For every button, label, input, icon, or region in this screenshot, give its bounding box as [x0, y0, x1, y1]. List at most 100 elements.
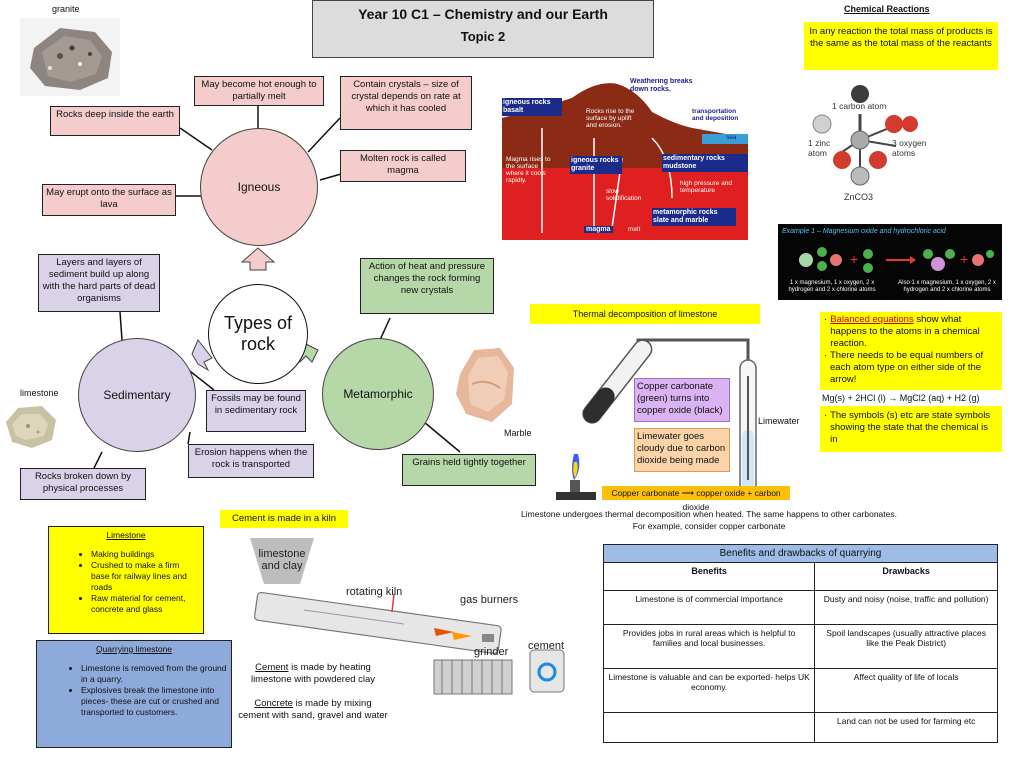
concrete-def-text: is made by mixing cement with sand, grav…	[238, 698, 388, 721]
marble-image	[456, 348, 514, 422]
balanced-text-3: The symbols (s) etc are state symbols sh…	[830, 410, 991, 445]
table-cell: Limestone is valuable and can be exporte…	[602, 668, 816, 713]
rc-transport: transportation and deposition	[692, 108, 739, 122]
carbon-atom-label: 1 carbon atom	[832, 101, 887, 111]
title-box: Year 10 C1 – Chemistry and our Earth Top…	[312, 0, 654, 58]
thermal-equation: Copper carbonate ⟶ copper oxide + carbon…	[602, 486, 790, 512]
sedimentary-circle: Sedimentary	[78, 338, 196, 452]
table-row: Land can not be used for farming etc	[602, 712, 998, 743]
thermal-apparatus	[556, 338, 757, 500]
metamorphic-fact-grains: Grains held tightly together	[402, 454, 536, 486]
rc-rise: Rocks rise to the surface by uplift and …	[586, 108, 635, 129]
rc-magma: magma	[584, 226, 613, 233]
table-row: Provides jobs in rural areas which is he…	[602, 624, 998, 669]
rc-pressure: high pressure and temperature	[680, 180, 733, 194]
granite-image	[20, 18, 120, 96]
limestone-uses-box: Limestone Making buildings Crushed to ma…	[48, 526, 204, 634]
zinc-carbonate-diagram	[812, 85, 918, 186]
limestone-use-item: Making buildings	[91, 549, 199, 560]
rc-igneous-granite: igneous rocks granite	[570, 156, 622, 174]
cement-heading: Cement is made in a kiln	[220, 510, 348, 528]
limewater-label: Limewater	[758, 416, 800, 426]
svg-text:+: +	[850, 251, 858, 267]
table-row: Limestone is of commercial importance Du…	[602, 590, 998, 625]
types-of-rock-circle: Types of rock	[208, 284, 308, 384]
quarrying-list: Limestone is removed from the ground in …	[41, 663, 227, 718]
table-title: Benefits and drawbacks of quarrying	[603, 544, 998, 563]
kiln-limestone-clay: limestone and clay	[258, 548, 306, 572]
page-title: Year 10 C1 – Chemistry and our Earth	[358, 6, 608, 22]
concrete-definition: Concrete is made by mixing cement with s…	[238, 698, 388, 722]
quarrying-table: Benefits and drawbacks of quarrying Bene…	[602, 544, 998, 743]
table-cell	[602, 712, 816, 743]
svg-text:+: +	[960, 251, 968, 267]
marble-label: Marble	[504, 428, 532, 438]
zinc-atom-label: 1 zinc atom	[808, 138, 831, 158]
cement-kiln-diagram	[250, 538, 565, 695]
rc-slow: slow solidification	[606, 188, 642, 202]
balanced-text-2: There needs to be equal numbers of each …	[830, 350, 984, 385]
mass-conservation-box: In any reaction the total mass of produc…	[804, 22, 998, 70]
balanced-equations-link[interactable]: Balanced equations	[830, 314, 914, 325]
limestone-uses-list: Making buildings Crushed to make a firm …	[53, 549, 199, 615]
rc-igneous-basalt: igneous rocks basalt	[502, 98, 562, 116]
balanced-text-1: show what happens to the atoms in a chem…	[830, 314, 980, 349]
zinc-carbonate-formula: ZnCO3	[844, 192, 874, 202]
table-cell: Land can not be used for farming etc	[814, 712, 998, 743]
kiln-gas-burners: gas burners	[460, 594, 519, 606]
rc-meta: metamorphic rocks slate and marble	[652, 208, 736, 226]
example-box: Example 1 – Magnesium oxide and hydrochl…	[778, 224, 1002, 300]
igneous-circle: Igneous	[200, 128, 318, 246]
metamorphic-fact-heat: Action of heat and pressure changes the …	[360, 258, 494, 314]
example-left-text: 1 x magnesium, 1 x oxygen, 2 x hydrogen …	[788, 280, 876, 293]
cement-def-text: is made by heating limestone with powder…	[250, 662, 376, 685]
balanced-equations-box: ·Balanced equations show what happens to…	[820, 312, 1002, 452]
cement-def-bold: Cement	[255, 662, 289, 673]
concrete-def-bold: Concrete	[254, 698, 293, 709]
quarrying-heading: Quarrying limestone	[95, 644, 173, 654]
table-header-drawbacks: Drawbacks	[814, 562, 998, 591]
sedimentary-fact-fossils: Fossils may be found in sedimentary rock	[206, 390, 306, 432]
rc-magma-rises: Magma rises to the surface where it cool…	[506, 156, 551, 184]
limestone-image	[6, 406, 56, 448]
igneous-fact-magma: Molten rock is called magma	[340, 150, 466, 182]
balanced-equation: Mg(s) + 2HCl (l) → MgCl2 (aq) + H2 (g)	[820, 390, 1002, 406]
limestone-use-item: Raw material for cement, concrete and gl…	[91, 593, 199, 615]
table-row: Limestone is valuable and can be exporte…	[602, 668, 998, 713]
table-cell: Spoil landscapes (usually attractive pla…	[814, 624, 998, 669]
kiln-cement-label: cement	[528, 640, 565, 652]
cement-definition: Cement is made by heating limestone with…	[238, 662, 388, 686]
table-cell: Provides jobs in rural areas which is he…	[602, 624, 816, 669]
kiln-rotating-label: rotating kiln	[346, 586, 403, 598]
rc-sed-mudstone: sedimentary rocks mudstone	[662, 154, 748, 172]
chemical-reactions-heading: Chemical Reactions	[844, 4, 930, 14]
igneous-fact-crystals: Contain crystals – size of crystal depen…	[340, 76, 472, 130]
sedimentary-fact-erosion: Erosion happens when the rock is transpo…	[188, 444, 314, 478]
igneous-fact-deep: Rocks deep inside the earth	[50, 106, 180, 136]
rock-cycle-diagram: Weathering breaks down rocks. igneous ro…	[502, 78, 748, 240]
kiln-grinder: grinder	[474, 646, 509, 658]
example-right-text: Also 1 x magnesium, 1 x oxygen, 2 x hydr…	[898, 280, 996, 293]
thermal-caption: Limestone undergoes thermal decompositio…	[521, 509, 897, 531]
quarrying-item: Limestone is removed from the ground in …	[81, 663, 227, 685]
rc-melt: melt	[628, 226, 641, 233]
quarrying-item: Explosives break the limestone into piec…	[81, 685, 227, 718]
sedimentary-fact-broken: Rocks broken down by physical processes	[20, 468, 146, 500]
center-label: Types of rock	[223, 313, 293, 354]
sedimentary-fact-layers: Layers and layers of sediment build up a…	[38, 254, 160, 312]
metamorphic-circle: Metamorphic	[322, 338, 434, 450]
table-header-benefits: Benefits	[602, 562, 816, 591]
quarrying-table-container: Benefits and drawbacks of quarrying Bene…	[602, 544, 998, 743]
quarrying-limestone-box: Quarrying limestone Limestone is removed…	[36, 640, 232, 748]
igneous-fact-melt: May become hot enough to partially melt	[194, 76, 324, 106]
granite-label: granite	[52, 4, 80, 14]
rc-sea: sea	[726, 134, 737, 141]
table-cell: Affect quality of life of locals	[814, 668, 998, 713]
table-cell: Limestone is of commercial importance	[602, 590, 816, 625]
limewater-cloudy-box: Limewater goes cloudy due to carbon diox…	[634, 428, 730, 472]
oxygen-atoms-label: 3 oxygen atoms	[892, 138, 927, 158]
example-title: Example 1 – Magnesium oxide and hydrochl…	[782, 228, 946, 235]
page-subtitle: Topic 2	[460, 29, 506, 44]
copper-carbonate-box: Copper carbonate (green) turns into copp…	[634, 378, 730, 422]
limestone-uses-heading: Limestone	[106, 530, 146, 540]
